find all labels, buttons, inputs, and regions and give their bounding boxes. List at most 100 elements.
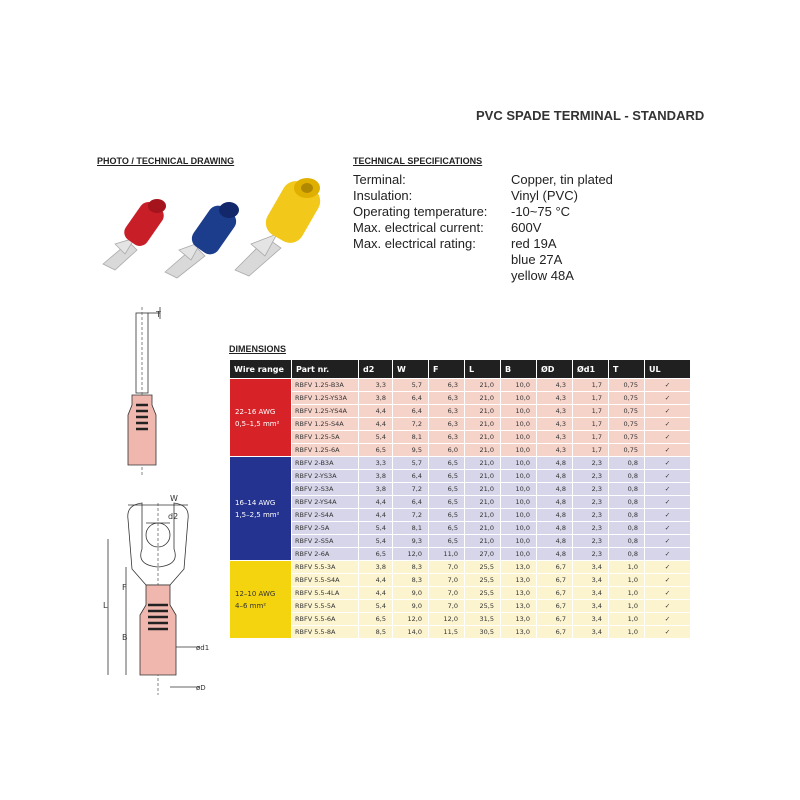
value-cell: 2,3	[572, 547, 609, 561]
photo-heading: PHOTO / TECHNICAL DRAWING	[97, 156, 235, 166]
spec-label: Max. electrical current:	[353, 220, 484, 235]
part-nr-cell: RBFV 5.5-S4A	[291, 573, 359, 587]
value-cell: 6,7	[536, 625, 573, 639]
value-cell: 21,0	[464, 443, 501, 457]
header-t: T	[608, 359, 645, 379]
value-cell: 21,0	[464, 391, 501, 405]
value-cell: 1,7	[572, 391, 609, 405]
value-cell: 3,8	[358, 560, 393, 574]
value-cell: 25,5	[464, 573, 501, 587]
ul-check-cell: ✓	[644, 378, 691, 392]
value-cell: 10,0	[500, 495, 537, 509]
value-cell: 0,8	[608, 469, 645, 483]
spec-value: red 19A	[511, 236, 557, 251]
wire-range-mm: 4–6 mm²	[235, 601, 267, 610]
header-ul: UL	[644, 359, 691, 379]
red-terminal-image	[102, 199, 166, 271]
value-cell: 21,0	[464, 404, 501, 418]
spec-label: Terminal:	[353, 172, 406, 187]
value-cell: 3,4	[572, 560, 609, 574]
ul-check-cell: ✓	[644, 586, 691, 600]
ul-check-cell: ✓	[644, 612, 691, 626]
part-nr-cell: RBFV 5.5-6A	[291, 612, 359, 626]
spec-value: blue 27A	[511, 252, 563, 267]
value-cell: 21,0	[464, 378, 501, 392]
value-cell: 8,1	[392, 430, 429, 444]
value-cell: 6,4	[392, 404, 429, 418]
value-cell: 25,5	[464, 586, 501, 600]
part-nr-cell: RBFV 1.25-YS4A	[291, 404, 359, 418]
value-cell: 10,0	[500, 391, 537, 405]
value-cell: 10,0	[500, 482, 537, 496]
value-cell: 21,0	[464, 508, 501, 522]
spec-label	[353, 268, 487, 284]
ul-check-cell: ✓	[644, 573, 691, 587]
value-cell: 4,8	[536, 521, 573, 535]
value-cell: 3,3	[358, 456, 393, 470]
value-cell: 7,0	[428, 586, 465, 600]
value-cell: 1,7	[572, 417, 609, 431]
value-cell: 21,0	[464, 521, 501, 535]
value-cell: 27,0	[464, 547, 501, 561]
spec-label: Max. electrical rating:	[353, 236, 476, 251]
value-cell: 13,0	[500, 573, 537, 587]
value-cell: 30,5	[464, 625, 501, 639]
value-cell: 8,3	[392, 560, 429, 574]
dim-label-f: F	[122, 583, 127, 592]
value-cell: 9,0	[392, 586, 429, 600]
value-cell: 21,0	[464, 417, 501, 431]
ul-check-cell: ✓	[644, 443, 691, 457]
value-cell: 13,0	[500, 599, 537, 613]
value-cell: 10,0	[500, 417, 537, 431]
value-cell: 6,3	[428, 417, 465, 431]
value-cell: 3,4	[572, 599, 609, 613]
value-cell: 6,5	[428, 534, 465, 548]
value-cell: 0,8	[608, 456, 645, 470]
value-cell: 9,3	[392, 534, 429, 548]
value-cell: 10,0	[500, 547, 537, 561]
value-cell: 3,8	[358, 391, 393, 405]
value-cell: 10,0	[500, 469, 537, 483]
value-cell: 4,4	[358, 417, 393, 431]
dim-label-w: W	[170, 494, 178, 503]
value-cell: 0,8	[608, 482, 645, 496]
value-cell: 3,4	[572, 625, 609, 639]
value-cell: 8,1	[392, 521, 429, 535]
spec-value: 600V	[511, 220, 542, 235]
spec-value: Vinyl (PVC)	[511, 188, 578, 203]
value-cell: 21,0	[464, 482, 501, 496]
part-nr-cell: RBFV 5.5-5A	[291, 599, 359, 613]
value-cell: 1,0	[608, 573, 645, 587]
value-cell: 4,8	[536, 508, 573, 522]
value-cell: 6,5	[358, 612, 393, 626]
value-cell: 6,5	[428, 508, 465, 522]
value-cell: 21,0	[464, 534, 501, 548]
value-cell: 4,3	[536, 378, 573, 392]
wire-range-awg: 12–10 AWG	[235, 589, 276, 598]
ul-check-cell: ✓	[644, 508, 691, 522]
value-cell: 4,8	[536, 456, 573, 470]
part-nr-cell: RBFV 2-YS4A	[291, 495, 359, 509]
value-cell: 5,4	[358, 521, 393, 535]
value-cell: 21,0	[464, 495, 501, 509]
ul-check-cell: ✓	[644, 547, 691, 561]
value-cell: 5,4	[358, 534, 393, 548]
value-cell: 2,3	[572, 482, 609, 496]
header-b: B	[500, 359, 537, 379]
value-cell: 7,2	[392, 482, 429, 496]
value-cell: 4,4	[358, 573, 393, 587]
dim-label-l: L	[103, 601, 108, 610]
value-cell: 6,7	[536, 599, 573, 613]
specs-heading: TECHNICAL SPECIFICATIONS	[353, 156, 483, 166]
value-cell: 0,8	[608, 495, 645, 509]
ul-check-cell: ✓	[644, 625, 691, 639]
spec-value: -10~75 °C	[511, 204, 571, 219]
value-cell: 10,0	[500, 508, 537, 522]
